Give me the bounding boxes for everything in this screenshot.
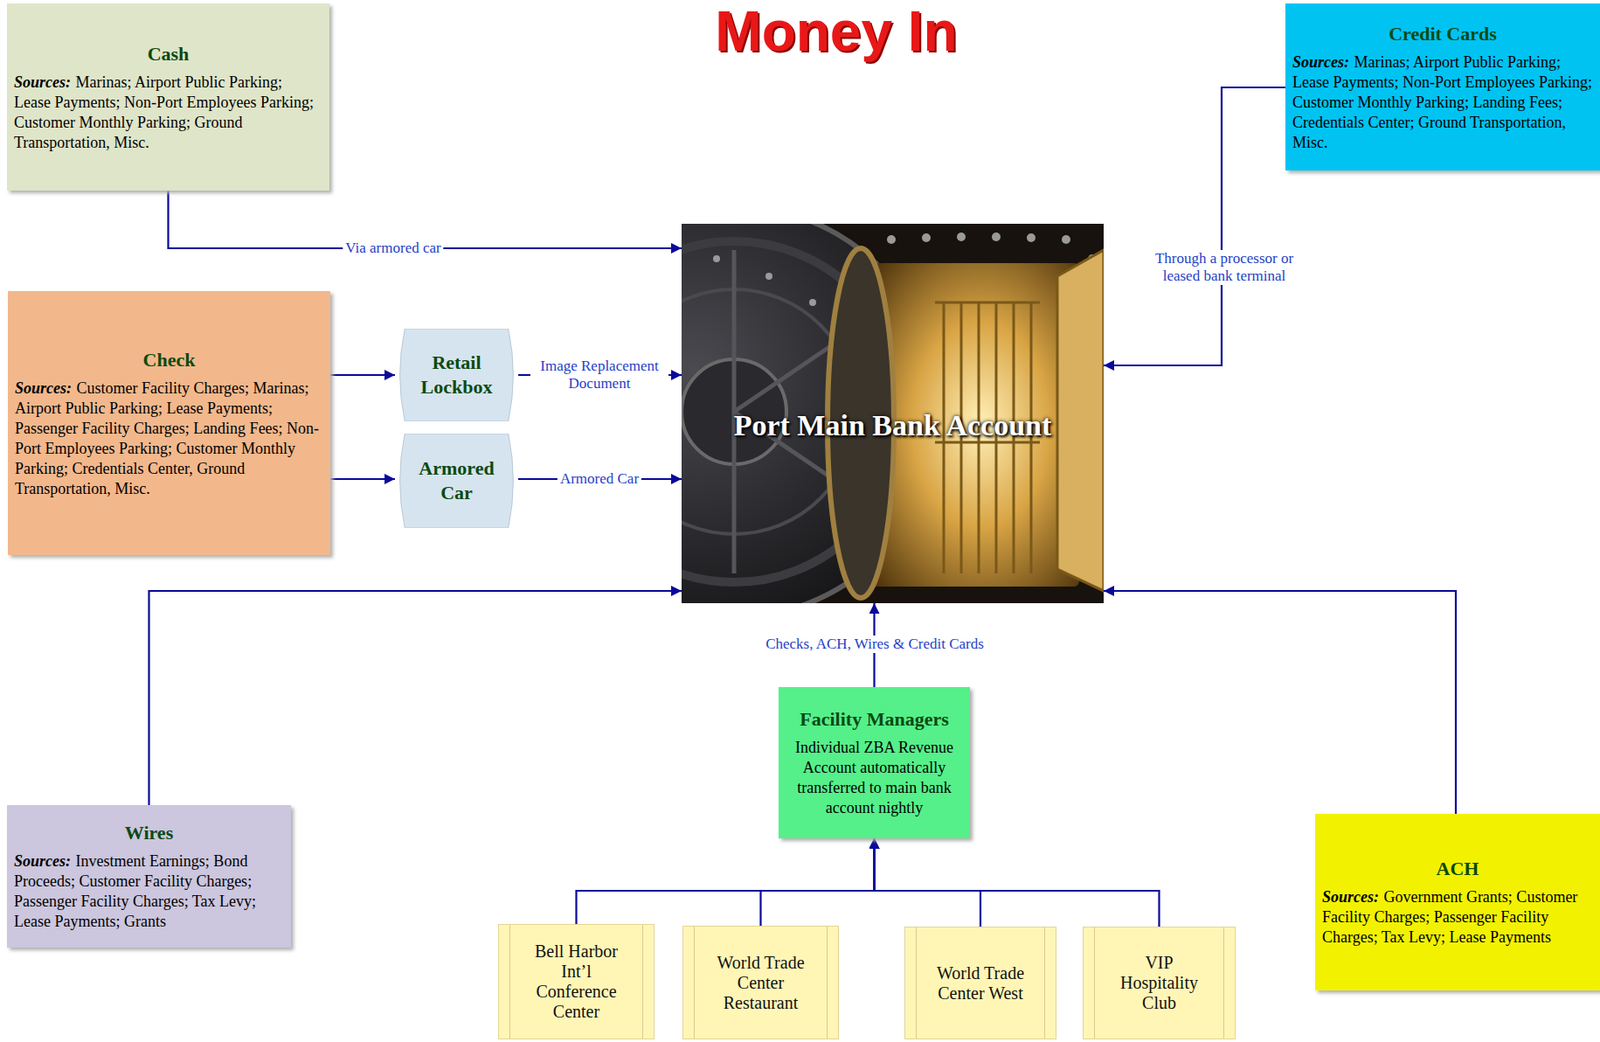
sources-paragraph: Sources:Investment Earnings; Bond Procee…: [13, 851, 284, 932]
ach-box: ACH Sources:Government Grants; Customer F…: [1315, 813, 1600, 991]
box-heading: Check: [14, 347, 324, 372]
sources-lead: Sources:: [13, 73, 71, 91]
connector-label: Image Replacement Document: [530, 357, 669, 393]
connector-label: Via armored car: [342, 239, 444, 257]
box-content: CashSources:Marinas; Airport Public Park…: [13, 41, 323, 153]
sources-lead: Sources:: [14, 379, 72, 397]
facility-name: Bell Harbor Int’l Conference Center: [519, 941, 633, 1022]
sources-paragraph: Sources:Marinas; Airport Public Parking;…: [1292, 52, 1594, 153]
connector-label: Checks, ACH, Wires & Credit Cards: [762, 635, 987, 653]
flow-connector: [761, 838, 875, 926]
tab-shape: [394, 433, 519, 528]
wires-box: WiresSources:Investment Earnings; Bond P…: [6, 804, 291, 948]
box-heading: Wires: [13, 820, 284, 845]
box-heading: ACH: [1322, 856, 1594, 880]
flow-connector: [330, 477, 395, 480]
box-content: Port Main Bank Account: [690, 383, 1095, 444]
box-heading: Cash: [13, 41, 323, 66]
bank-account-box: Port Main Bank Account: [681, 223, 1104, 603]
flow-connector: [330, 374, 395, 376]
flow-connector: [1103, 590, 1456, 814]
box-content: VIP Hospitality Club: [1106, 952, 1213, 1013]
page-title: Money In: [714, 0, 957, 63]
box-heading: Facility Managers: [787, 706, 962, 731]
credit-cards-box: Credit CardsSources:Marinas; Airport Pub…: [1285, 3, 1600, 171]
tab-outline: [400, 433, 514, 528]
box-content: CheckSources:Customer Facility Charges; …: [14, 347, 324, 499]
box-heading: Retail Lockbox: [410, 350, 503, 400]
sources-list: Customer Facility Charges; Marinas; Airp…: [14, 379, 319, 498]
facility-managers-box: Facility ManagersIndividual ZBA Revenue …: [778, 686, 970, 839]
flow-connector: [576, 838, 875, 924]
sources-paragraph: Sources:Customer Facility Charges; Marin…: [14, 378, 324, 499]
box-content: WiresSources:Investment Earnings; Bond P…: [13, 820, 284, 932]
sources-lead: Sources:: [1292, 53, 1350, 71]
flow-connector: [874, 838, 1160, 927]
armored-car-tab: Armored Car: [394, 433, 519, 528]
lockbox-tab: Retail Lockbox: [394, 328, 519, 422]
box-heading: Armored Car: [410, 456, 503, 506]
facility-name: World Trade Center Restaurant: [704, 952, 818, 1013]
tab-shape: [394, 328, 519, 422]
box-heading: Port Main Bank Account: [690, 383, 1095, 444]
box-heading: Credit Cards: [1292, 21, 1594, 46]
box-content: Facility ManagersIndividual ZBA Revenue …: [787, 706, 962, 818]
tab-outline: [400, 328, 514, 422]
connector-label: Armored Car: [557, 470, 642, 488]
box-content: World Trade Center West: [924, 962, 1037, 1004]
box-content: ACH Sources:Government Grants; Customer F…: [1322, 856, 1594, 948]
box-content: Retail Lockbox: [410, 350, 503, 400]
box-description: Individual ZBA Revenue Account automatic…: [787, 737, 962, 818]
facility-name: VIP Hospitality Club: [1106, 952, 1213, 1013]
facility-name: World Trade Center West: [924, 962, 1037, 1004]
facility-box: World Trade Center West: [904, 926, 1057, 1039]
check-box: CheckSources:Customer Facility Charges; …: [7, 290, 331, 555]
sources-paragraph: Sources:Government Grants; Customer Faci…: [1322, 886, 1594, 948]
connector-label: Through a processor or leased bank termi…: [1142, 249, 1306, 285]
sources-lead: Sources:: [13, 851, 71, 870]
facility-box: VIP Hospitality Club: [1082, 926, 1236, 1039]
flow-connector: [149, 590, 683, 805]
box-content: Credit CardsSources:Marinas; Airport Pub…: [1292, 21, 1594, 153]
sources-paragraph: Sources:Marinas; Airport Public Parking;…: [13, 72, 323, 153]
box-content: Bell Harbor Int’l Conference Center: [519, 941, 633, 1022]
box-content: Armored Car: [410, 456, 503, 506]
sources-lead: Sources:: [1322, 887, 1379, 906]
box-content: World Trade Center Restaurant: [704, 952, 818, 1013]
flow-connector: [1103, 87, 1286, 366]
facility-box: World Trade Center Restaurant: [682, 925, 839, 1039]
facility-box: Bell Harbor Int’l Conference Center: [498, 923, 655, 1039]
cash-box: CashSources:Marinas; Airport Public Park…: [6, 3, 330, 191]
flow-connector: [874, 838, 982, 927]
